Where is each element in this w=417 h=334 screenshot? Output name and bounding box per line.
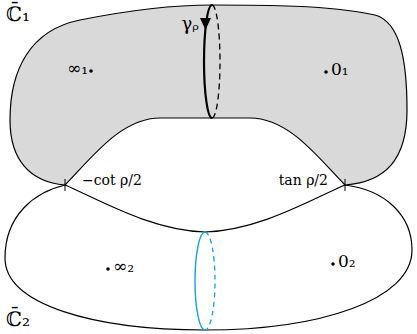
branch-tick — [65, 179, 66, 191]
curve-label: γᵨ — [182, 14, 199, 34]
point-dot — [106, 267, 110, 271]
point-dot — [324, 70, 328, 74]
upper-sheet — [10, 5, 407, 185]
point-label: 0₂ — [338, 252, 356, 271]
point-label: ∞₂ — [113, 257, 134, 276]
point-dot — [89, 69, 93, 73]
point-dot — [331, 262, 335, 266]
blue-loop-back — [205, 232, 215, 330]
branch-tick — [345, 179, 346, 191]
sheet-name: ℂ̄₂ — [6, 308, 30, 330]
point-label: 0₁ — [331, 60, 349, 79]
branch-point-label: −cot ρ/2 — [82, 173, 142, 188]
loop-back — [212, 5, 220, 118]
blue-loop-front — [195, 232, 205, 330]
sheet-name: ℂ̄₁ — [6, 3, 30, 25]
loop-arrowhead — [200, 18, 211, 30]
branch-point-label: tan ρ/2 — [279, 173, 328, 188]
lower-sheet — [5, 185, 412, 330]
point-label: ∞₁ — [67, 59, 88, 78]
